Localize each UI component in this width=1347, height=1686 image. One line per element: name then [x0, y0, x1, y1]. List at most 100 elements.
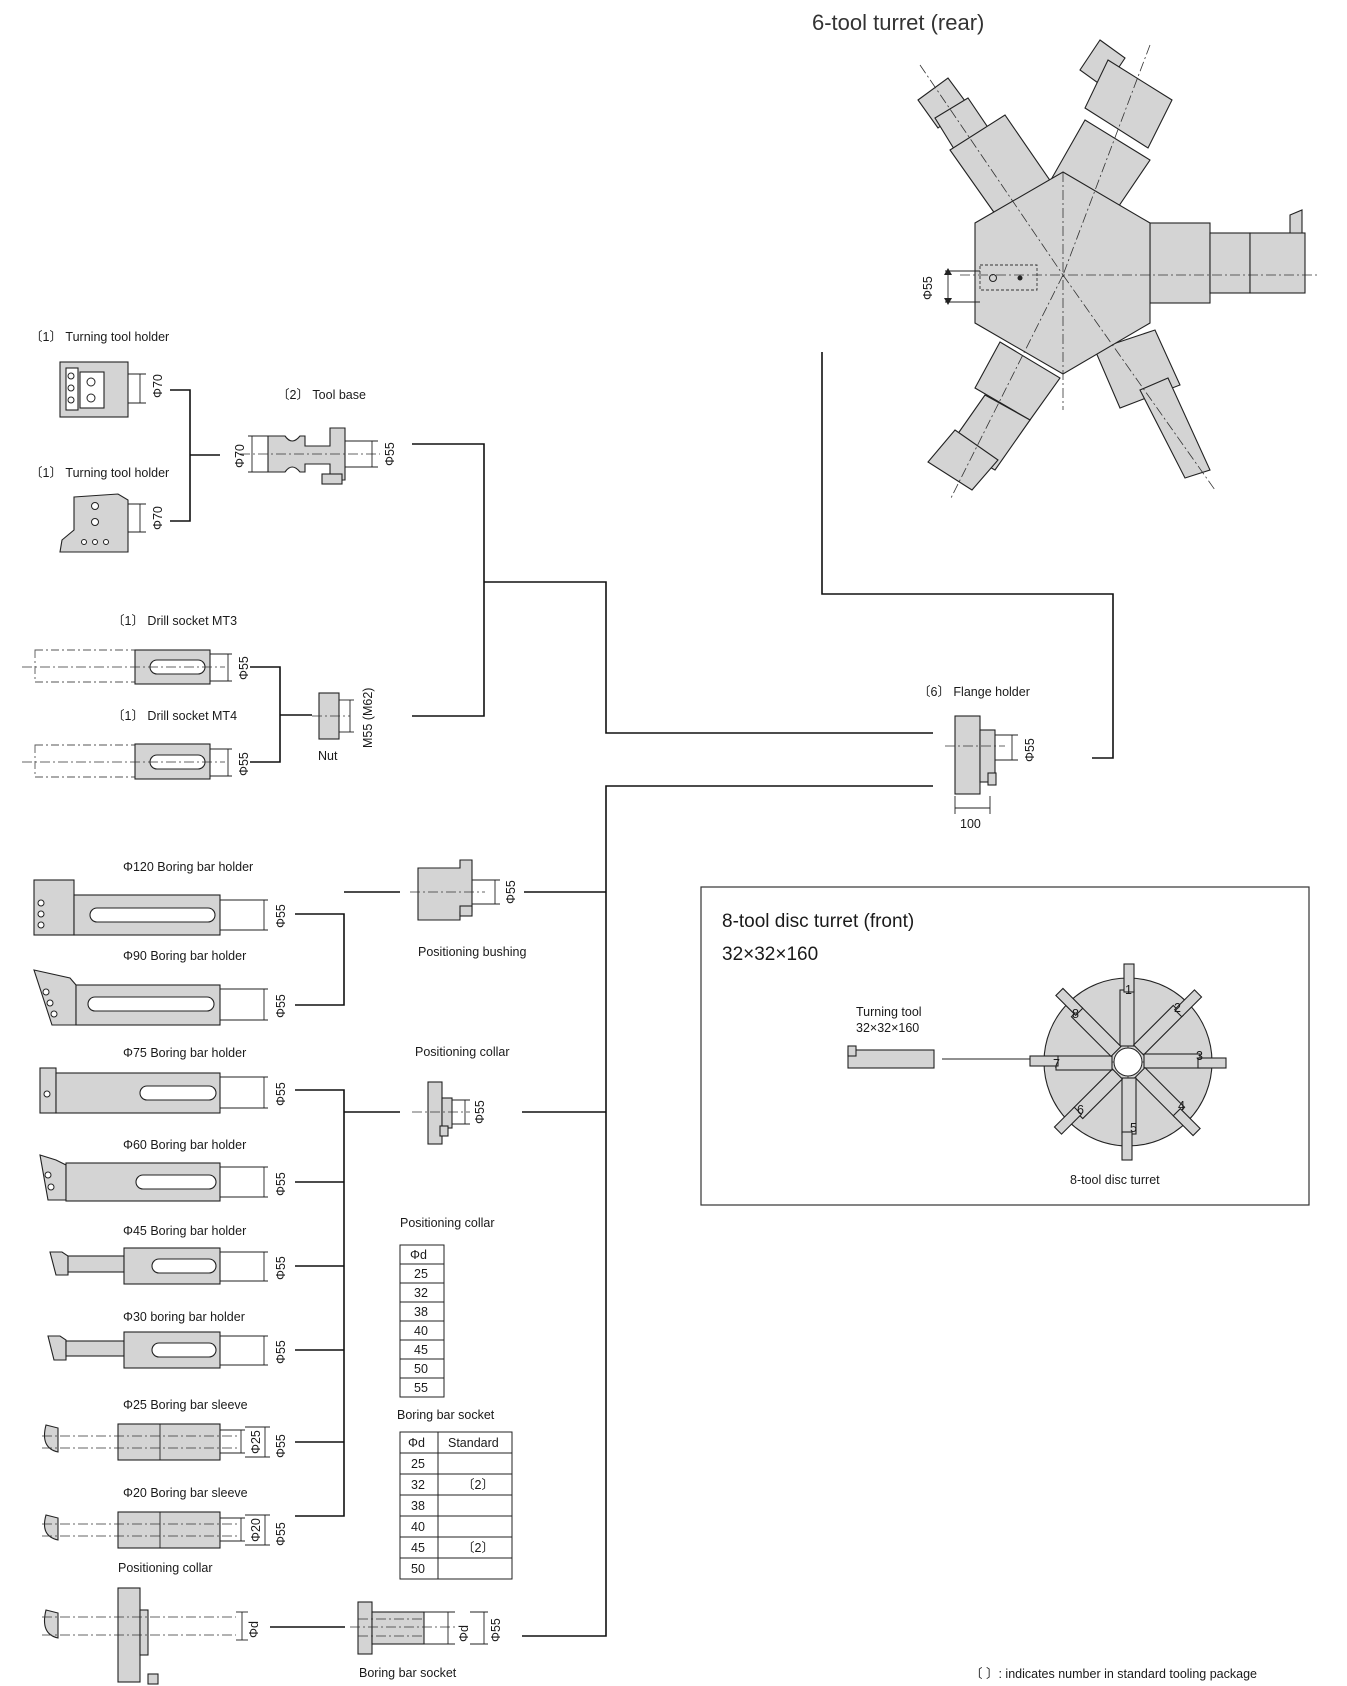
tool-base-phi70: Φ70: [233, 444, 247, 468]
tool-base-phi55: Φ55: [383, 442, 397, 466]
turning-holder-1: [59, 361, 146, 418]
collar-table-title: Positioning collar: [400, 1216, 495, 1230]
boring-60-label: Φ60 Boring bar holder: [123, 1138, 246, 1152]
bushing-phi55: Φ55: [504, 880, 518, 904]
collar-bottom-phid: Φd: [247, 1621, 261, 1638]
disc-pos-8: 8: [1072, 1007, 1079, 1021]
nut-m55: M55 (M62): [361, 688, 375, 748]
sleeve-25-label: Φ25 Boring bar sleeve: [123, 1398, 248, 1412]
socket-table: Φd Standard 25 32 〔2〕 38 40 45 〔2〕 50: [399, 1431, 513, 1580]
nut: [312, 692, 354, 740]
rear-turret-phi55: Φ55: [921, 276, 935, 300]
positioning-collar-mid-label: Positioning collar: [415, 1045, 510, 1059]
drill-socket-mt3: [22, 649, 232, 685]
socket-row-d: 50: [411, 1562, 425, 1576]
sleeve-20-label: Φ20 Boring bar sleeve: [123, 1486, 248, 1500]
b120-phi55: Φ55: [274, 904, 288, 928]
b75-phi55: Φ55: [274, 1082, 288, 1106]
footnote: 〔 〕: indicates number in standard toolin…: [970, 1667, 1257, 1681]
s25-phi55: Φ55: [274, 1434, 288, 1458]
disc-pos-2: 2: [1174, 1001, 1181, 1015]
holder1-phi70: Φ70: [151, 374, 165, 398]
socket-table-header-phid: Φd: [408, 1436, 425, 1450]
collar-row: 55: [414, 1381, 428, 1395]
collar-table: Φd 25 32 38 40 45 50 55: [399, 1244, 445, 1398]
disc-pos-4: 4: [1178, 1099, 1185, 1113]
boring-holder-120: [33, 879, 268, 936]
flange-holder: [945, 715, 1018, 814]
b90-phi55: Φ55: [274, 994, 288, 1018]
positioning-collar-bottom-label: Positioning collar: [118, 1561, 213, 1575]
socket-row-std: 〔2〕: [462, 1478, 494, 1492]
collar-table-header: Φd: [410, 1248, 427, 1262]
boring-75-label: Φ75 Boring bar holder: [123, 1046, 246, 1060]
s20-phi20: Φ20: [249, 1518, 263, 1542]
socket-row-std: 〔2〕: [462, 1541, 494, 1555]
socket-phi55: Φ55: [489, 1618, 503, 1642]
collar-row: 45: [414, 1343, 428, 1357]
flange-len100: 100: [960, 817, 981, 831]
collar-row: 50: [414, 1362, 428, 1376]
turret-arm-right: [1149, 209, 1306, 304]
boring-holder-30: [47, 1331, 268, 1369]
s20-phi55: Φ55: [274, 1522, 288, 1546]
mt4-phi55: Φ55: [237, 752, 251, 776]
disc-pos-3: 3: [1196, 1049, 1203, 1063]
boring-90-label: Φ90 Boring bar holder: [123, 949, 246, 963]
tool-base-label: 〔2〕 Tool base: [277, 388, 366, 402]
tool-base: [240, 427, 380, 485]
disc-turret-subtitle: 32×32×160: [722, 944, 818, 965]
socket-row-d: 32: [411, 1478, 425, 1492]
b60-phi55: Φ55: [274, 1172, 288, 1196]
boring-holder-75: [39, 1067, 268, 1114]
s25-phi25: Φ25: [249, 1430, 263, 1454]
disc-turret-title: 8-tool disc turret (front): [722, 911, 914, 932]
nut-label: Nut: [318, 749, 338, 763]
boring-120-label: Φ120 Boring bar holder: [123, 860, 253, 874]
boring-holder-45: [49, 1247, 268, 1285]
rear-turret-title: 6-tool turret (rear): [812, 10, 984, 35]
turret-arm-lower-left: [927, 341, 1061, 491]
turning-holder-label-1: 〔1〕 Turning tool holder: [30, 330, 169, 344]
six-tool-turret: Φ55: [917, 39, 1320, 501]
boring-30-label: Φ30 boring bar holder: [123, 1310, 245, 1324]
drill-mt3-label: 〔1〕 Drill socket MT3: [112, 614, 237, 628]
positioning-bushing: [410, 859, 500, 921]
turning-tool: [847, 1045, 935, 1069]
boring-45-label: Φ45 Boring bar holder: [123, 1224, 246, 1238]
turning-holder-2: [59, 493, 146, 553]
drill-socket-mt4: [22, 743, 232, 780]
boring-bar-socket: [350, 1601, 488, 1655]
turning-tool-size: 32×32×160: [856, 1021, 919, 1035]
positioning-collar-bottom: [42, 1587, 248, 1685]
disc-turret-caption: 8-tool disc turret: [1070, 1173, 1160, 1187]
collar-row: 38: [414, 1305, 428, 1319]
collar-row: 32: [414, 1286, 428, 1300]
disc-turret-panel: [700, 886, 1310, 1206]
boring-sleeve-20: [42, 1511, 270, 1549]
b45-phi55: Φ55: [274, 1256, 288, 1280]
collar-row: 25: [414, 1267, 428, 1281]
collar-row: 40: [414, 1324, 428, 1338]
b30-phi55: Φ55: [274, 1340, 288, 1364]
flange-holder-label: 〔6〕 Flange holder: [918, 685, 1030, 699]
holder2-phi70: Φ70: [151, 506, 165, 530]
collar-mid-phi55: Φ55: [473, 1100, 487, 1124]
boring-bar-socket-label: Boring bar socket: [359, 1666, 457, 1680]
positioning-collar-mid: [412, 1081, 470, 1145]
turning-tool-label: Turning tool: [856, 1005, 922, 1019]
socket-row-d: 25: [411, 1457, 425, 1471]
socket-row-d: 38: [411, 1499, 425, 1513]
socket-phid: Φd: [457, 1625, 471, 1642]
disc-pos-5: 5: [1130, 1121, 1137, 1135]
socket-row-d: 40: [411, 1520, 425, 1534]
socket-table-header-standard: Standard: [448, 1436, 499, 1450]
disc-pos-1: 1: [1125, 983, 1132, 997]
disc-pos-6: 6: [1077, 1103, 1084, 1117]
mt3-phi55: Φ55: [237, 656, 251, 680]
turret-arm-lower-right: [1094, 329, 1211, 479]
boring-holder-90: [33, 969, 268, 1026]
drill-mt4-label: 〔1〕 Drill socket MT4: [112, 709, 237, 723]
positioning-bushing-label: Positioning bushing: [418, 945, 526, 959]
